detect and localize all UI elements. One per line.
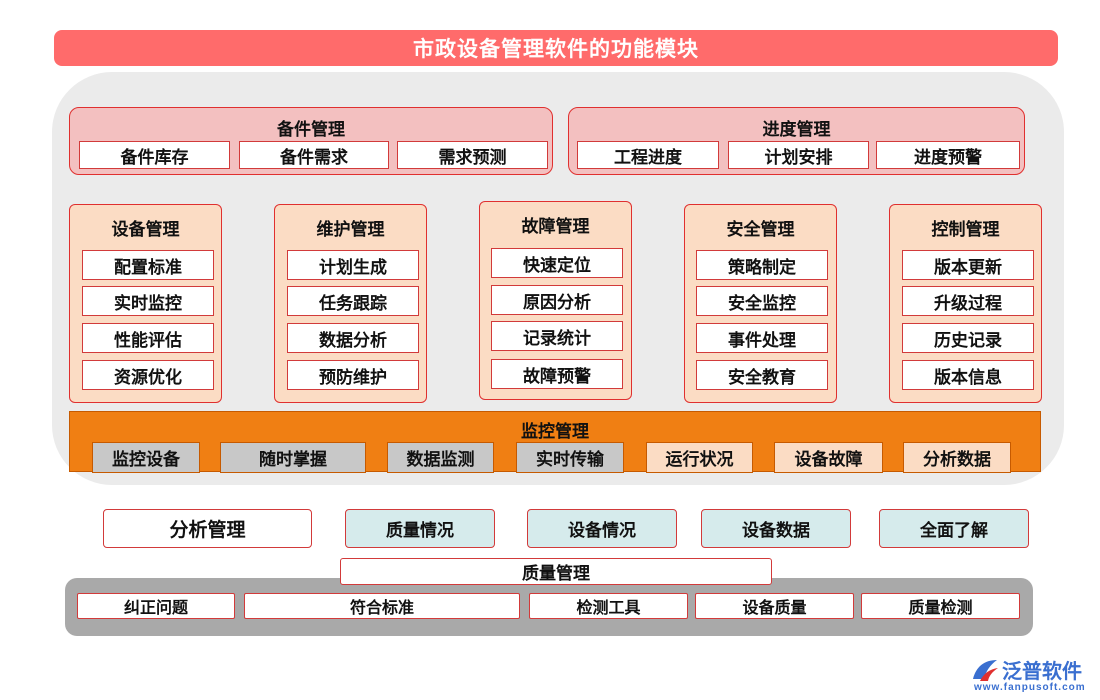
column-item: 任务跟踪 <box>287 286 419 316</box>
progress-item: 计划安排 <box>728 141 869 169</box>
analysis-title: 分析管理 <box>103 509 312 548</box>
column-item: 计划生成 <box>287 250 419 280</box>
analysis-item: 质量情况 <box>345 509 495 548</box>
column-item: 数据分析 <box>287 323 419 353</box>
column-item: 策略制定 <box>696 250 828 280</box>
column-item: 版本更新 <box>902 250 1034 280</box>
analysis-item: 全面了解 <box>879 509 1029 548</box>
quality-group: 纠正问题 符合标准 检测工具 设备质量 质量检测 <box>65 578 1033 636</box>
monitoring-item: 实时传输 <box>516 442 624 473</box>
spare-parts-group: 备件管理 备件库存 备件需求 需求预测 <box>69 107 553 175</box>
spare-parts-item: 备件需求 <box>239 141 389 169</box>
fault-management-group: 故障管理 快速定位 原因分析 记录统计 故障预警 <box>479 201 632 400</box>
column-item: 原因分析 <box>491 285 623 315</box>
column-item: 资源优化 <box>82 360 214 390</box>
column-item: 升级过程 <box>902 286 1034 316</box>
progress-group: 进度管理 工程进度 计划安排 进度预警 <box>568 107 1025 175</box>
progress-item: 进度预警 <box>876 141 1020 169</box>
spare-parts-item: 备件库存 <box>79 141 230 169</box>
quality-item: 纠正问题 <box>77 593 235 619</box>
column-item: 故障预警 <box>491 359 623 389</box>
monitoring-group: 监控管理 监控设备 随时掌握 数据监测 实时传输 运行状况 设备故障 分析数据 <box>69 411 1041 473</box>
column-item: 事件处理 <box>696 323 828 353</box>
column-title: 控制管理 <box>931 220 1000 240</box>
column-item: 配置标准 <box>82 250 214 280</box>
device-management-group: 设备管理 配置标准 实时监控 性能评估 资源优化 <box>69 204 222 403</box>
monitoring-item: 随时掌握 <box>220 442 366 473</box>
column-item: 安全监控 <box>696 286 828 316</box>
column-item: 历史记录 <box>902 323 1034 353</box>
analysis-item: 设备情况 <box>527 509 677 548</box>
safety-management-group: 安全管理 策略制定 安全监控 事件处理 安全教育 <box>684 204 837 403</box>
column-item: 性能评估 <box>82 323 214 353</box>
column-item: 预防维护 <box>287 360 419 390</box>
logo-url: www.fanpusoft.com <box>974 682 1086 693</box>
column-item: 安全教育 <box>696 360 828 390</box>
quality-item: 质量检测 <box>861 593 1020 619</box>
logo-name: 泛普软件 <box>1002 659 1082 683</box>
fanpu-logo-icon <box>973 660 998 681</box>
quality-item: 检测工具 <box>529 593 688 619</box>
column-item: 版本信息 <box>902 360 1034 390</box>
brand-logo: 泛普软件 www.fanpusoft.com <box>970 655 1095 695</box>
quality-title: 质量管理 <box>340 558 772 585</box>
progress-title: 进度管理 <box>762 120 831 140</box>
column-item: 记录统计 <box>491 321 623 351</box>
column-item: 实时监控 <box>82 286 214 316</box>
column-title: 故障管理 <box>521 217 590 237</box>
column-title: 安全管理 <box>726 220 795 240</box>
monitoring-item: 分析数据 <box>903 442 1011 473</box>
page-title: 市政设备管理软件的功能模块 <box>54 30 1058 66</box>
control-management-group: 控制管理 版本更新 升级过程 历史记录 版本信息 <box>889 204 1042 403</box>
monitoring-item: 设备故障 <box>774 442 883 473</box>
column-item: 快速定位 <box>491 248 623 278</box>
monitoring-item: 监控设备 <box>92 442 200 473</box>
monitoring-title: 监控管理 <box>521 422 589 442</box>
column-title: 维护管理 <box>316 220 385 240</box>
spare-parts-title: 备件管理 <box>277 120 345 140</box>
quality-item: 符合标准 <box>244 593 520 619</box>
quality-item: 设备质量 <box>695 593 854 619</box>
spare-parts-item: 需求预测 <box>397 141 548 169</box>
analysis-item: 设备数据 <box>701 509 851 548</box>
progress-item: 工程进度 <box>577 141 719 169</box>
column-title: 设备管理 <box>111 220 180 240</box>
monitoring-item: 数据监测 <box>387 442 494 473</box>
monitoring-item: 运行状况 <box>646 442 753 473</box>
maintenance-management-group: 维护管理 计划生成 任务跟踪 数据分析 预防维护 <box>274 204 427 403</box>
